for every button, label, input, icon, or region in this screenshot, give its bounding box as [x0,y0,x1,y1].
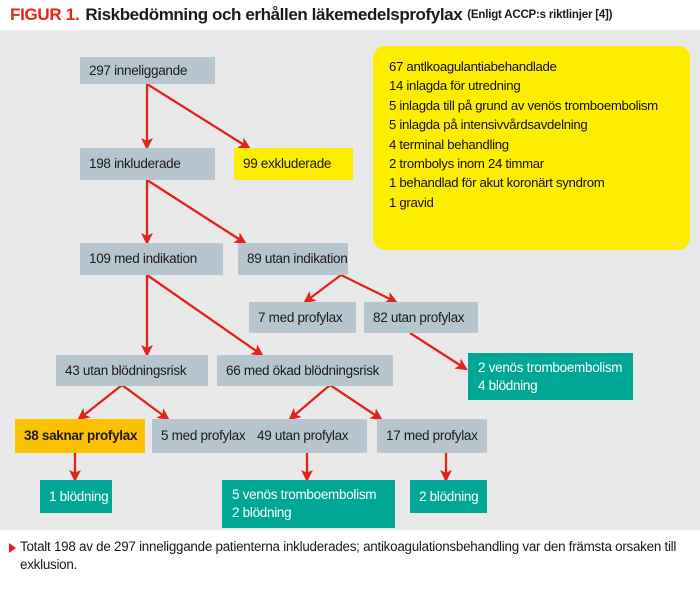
node-label: 82 utan profylax [373,309,465,325]
node-label: 109 med indikation [89,251,197,267]
node-label: 7 med profylax [258,309,343,325]
node-17-med-profylax[interactable]: 17 med profylax [377,419,487,453]
node-label: 99 exkluderade [243,156,332,172]
node-label: 38 saknar profylax [24,428,138,444]
node-109-med-indikation[interactable]: 109 med indikation [80,243,223,275]
node-38-saknar-profylax[interactable]: 38 saknar profylax [15,419,145,453]
node-label: 66 med ökad blödningsrisk [226,362,380,378]
arrow-66-to-49 [288,384,331,421]
outcome-2-vte-4-blodning[interactable]: 2 venös tromboembolism 4 blödning [468,353,633,400]
arrow-297-to-99 [146,83,251,150]
arrow-109-to-66 [146,274,264,357]
node-43-utan-blodningsrisk[interactable]: 43 utan blödningsrisk [56,355,208,386]
exclusion-line: 4 terminal behandling [389,136,509,152]
caption-text: Totalt 198 av de 297 inneliggande patien… [20,539,677,573]
outcome-line-1: 5 venös tromboembolism [232,487,377,502]
exclusion-line: 5 inlagda på intensivvårdsavdelning [389,117,588,133]
exclusion-line: 67 antlkoagulantiabehandlade [389,59,557,74]
arrow-198-to-89 [146,179,247,245]
arrow-43-to-38 [77,384,123,421]
figure-caption: Totalt 198 av de 297 inneliggande patien… [0,530,700,589]
arrow-43-to-5med [121,384,170,421]
exclusion-reasons-panel: 67 antlkoagulantiabehandlade 14 inlagda … [373,46,690,250]
figure-title: Riskbedömning och erhållen läkemedelspro… [85,5,463,24]
outcome-5-vte-2-blodning[interactable]: 5 venös tromboembolism 2 blödning [222,480,395,528]
node-label: 43 utan blödningsrisk [65,362,187,378]
exclusion-line: 14 inlagda för utredning [389,78,521,94]
outcome-2-blodning[interactable]: 2 blödning [410,480,487,513]
node-82-utan-profylax[interactable]: 82 utan profylax [364,302,478,333]
outcome-line-1: 1 blödning [49,488,109,504]
node-label: 89 utan indikation [247,251,348,267]
node-5-med-profylax[interactable]: 5 med profylax [152,419,256,453]
flowchart-canvas: 297 inneliggande 198 inkluderade 99 exkl… [0,30,700,530]
figure-number-label: FIGUR 1. [10,5,80,24]
node-89-utan-indikation[interactable]: 89 utan indikation [238,243,348,275]
outcome-line-2: 4 blödning [478,377,538,393]
figure-subtitle: (Enligt ACCP:s riktlinjer [4]) [467,9,613,21]
exclusion-line: 1 gravid [389,194,434,210]
outcome-line-1: 2 blödning [419,488,479,504]
arrow-82utan-to-outcome [409,332,468,371]
node-7-med-profylax[interactable]: 7 med profylax [249,302,356,333]
arrow-89-to-82utan [340,273,399,304]
node-297-inneliggande[interactable]: 297 inneliggande [80,57,215,84]
flowchart-arrow-layer [69,83,468,483]
arrow-66-to-17 [329,384,383,421]
node-99-exkluderade[interactable]: 99 exkluderade [234,148,353,180]
outcome-1-blodning[interactable]: 1 blödning [40,480,112,513]
exclusion-line: 5 inlagda till på grund av venös tromboe… [389,97,658,113]
node-label: 5 med profylax [161,428,246,444]
arrow-89-to-7med [303,274,342,304]
caption-triangle-icon [9,543,16,553]
node-label: 17 med profylax [386,428,478,444]
node-label: 198 inkluderade [89,156,181,172]
node-label: 49 utan profylax [257,428,349,444]
node-49-utan-profylax[interactable]: 49 utan profylax [248,419,367,453]
exclusion-line: 1 behandlad för akut koronärt syndrom [389,175,605,191]
node-66-med-okad-blodningsrisk[interactable]: 66 med ökad blödningsrisk [217,355,393,386]
node-label: 297 inneliggande [89,62,188,78]
outcome-line-1: 2 venös tromboembolism [478,360,623,375]
node-198-inkluderade[interactable]: 198 inkluderade [80,148,215,180]
figure-header: FIGUR 1. Riskbedömning och erhållen läke… [0,0,700,30]
exclusion-line: 2 trombolys inom 24 timmar [389,156,544,172]
outcome-line-2: 2 blödning [232,504,292,520]
